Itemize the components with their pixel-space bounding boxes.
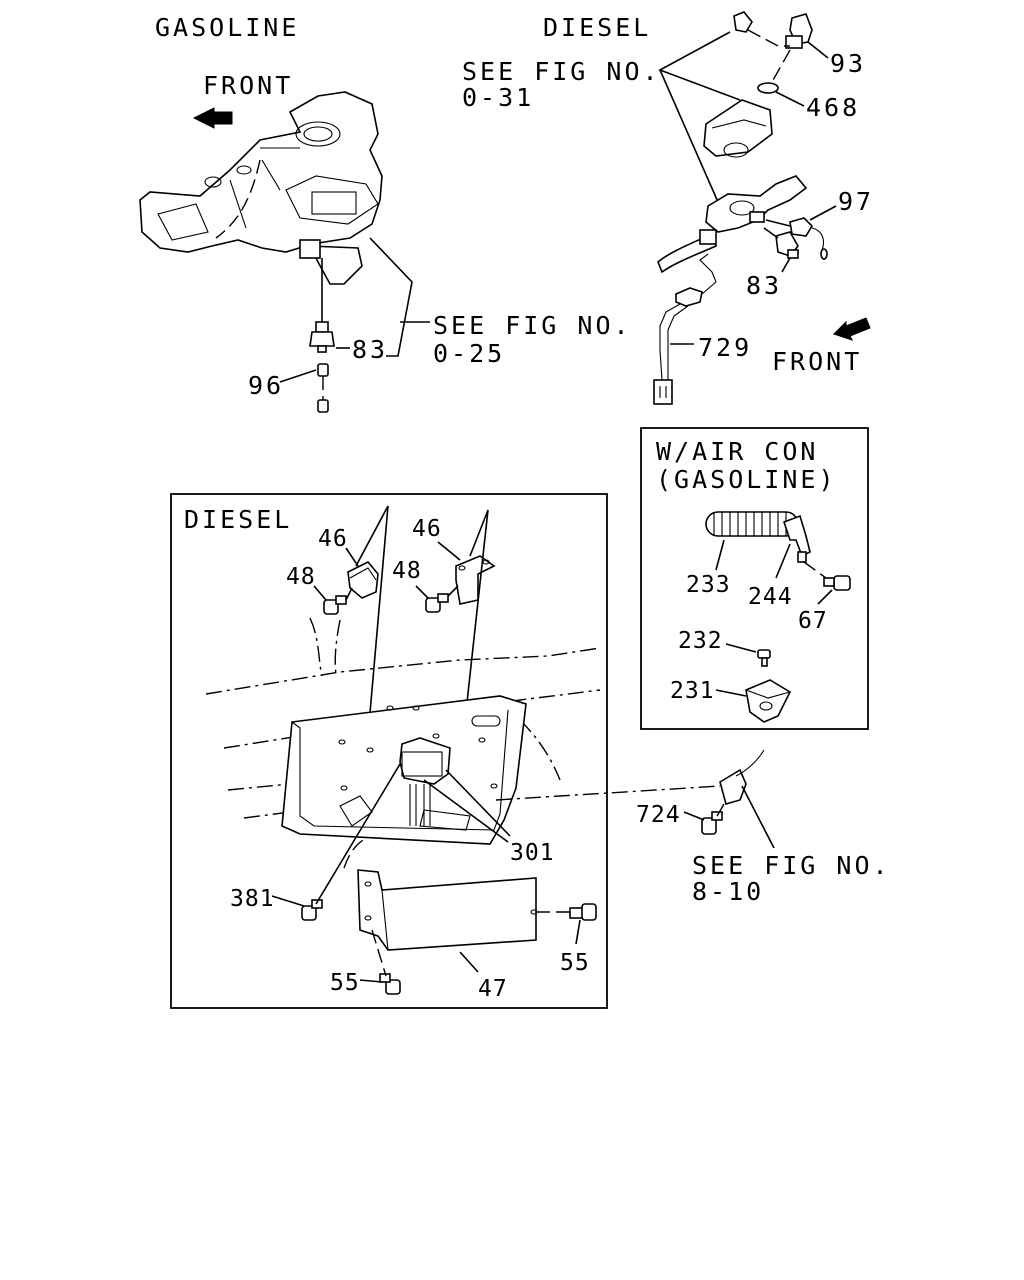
callout-83-diesel: 83	[746, 271, 782, 300]
callout-97: 97	[838, 187, 874, 216]
part-47-cover	[343, 837, 538, 951]
leader-fig-0-31-upper	[658, 31, 741, 101]
callout-232: 232	[678, 628, 723, 654]
part-381-bolt	[301, 899, 323, 921]
aircon-heading-line2: (GASOLINE)	[656, 465, 837, 494]
callout-47: 47	[478, 976, 508, 1002]
bracket-fig-0-25	[369, 237, 413, 357]
diesel-heading: DIESEL	[543, 13, 651, 42]
ref-fig-8-10-line1: SEE FIG NO.	[692, 851, 891, 880]
diesel-front-indicator: FRONT	[772, 317, 871, 376]
part-48-right-bolt	[425, 593, 449, 613]
ref-fig-0-31-line2: 0-31	[462, 83, 534, 112]
part-244-bracket	[782, 514, 811, 563]
callout-233: 233	[686, 572, 731, 598]
callout-96: 96	[248, 371, 284, 400]
callout-729: 729	[698, 333, 752, 362]
thermostat-housing	[703, 99, 773, 158]
part-83-diesel-sensor	[775, 231, 799, 259]
gasoline-heading: GASOLINE	[155, 13, 299, 42]
callout-724: 724	[636, 802, 681, 828]
callout-468: 468	[806, 93, 860, 122]
callout-93: 93	[830, 49, 866, 78]
part-55-bottom-bolt	[379, 973, 401, 995]
part-46-right-bracket	[455, 555, 496, 605]
callout-46-right: 46	[412, 516, 442, 542]
water-outlet-diesel	[657, 175, 808, 274]
front-arrow-left-icon	[192, 107, 233, 129]
part-468-washer	[757, 82, 779, 94]
diesel-box	[170, 493, 608, 1009]
part-232-screw	[757, 649, 771, 667]
front-label-right: FRONT	[772, 347, 862, 376]
part-724-clip	[701, 749, 765, 835]
part-96-cap	[317, 363, 329, 413]
callout-381: 381	[230, 886, 275, 912]
ref-fig-8-10-line2: 8-10	[692, 877, 764, 906]
part-729-harness	[653, 253, 717, 405]
part-55-right-bolt	[569, 903, 597, 921]
part-301-module	[399, 737, 451, 826]
part-83-gasoline-sensor	[309, 321, 335, 353]
callout-55-bottom: 55	[330, 970, 360, 996]
callout-244: 244	[748, 584, 793, 610]
front-label-left: FRONT	[203, 71, 293, 100]
gasoline-front-indicator: FRONT	[192, 71, 293, 129]
intake-manifold-gasoline	[139, 91, 383, 285]
callout-48-right: 48	[392, 558, 422, 584]
part-97-sensor	[789, 217, 828, 260]
callout-55-right: 55	[560, 950, 590, 976]
callout-46-left: 46	[318, 526, 348, 552]
part-48-left-bolt	[323, 595, 347, 615]
aircon-heading-line1: W/AIR CON	[656, 437, 818, 466]
callout-301: 301	[510, 840, 555, 866]
ref-fig-0-31-line1: SEE FIG NO.	[462, 57, 661, 86]
leader-fig-0-31-lower	[659, 69, 719, 203]
part-93-connector	[733, 11, 753, 33]
callout-231: 231	[670, 678, 715, 704]
diesel-box-heading: DIESEL	[184, 505, 292, 534]
part-46-left-bracket	[347, 561, 379, 599]
ref-fig-0-25-line2: 0-25	[433, 339, 505, 368]
callout-48-left: 48	[286, 564, 316, 590]
ref-fig-0-25-line1: SEE FIG NO.	[433, 311, 632, 340]
callout-83-gasoline: 83	[352, 335, 388, 364]
leader-to-724	[495, 785, 721, 801]
part-231-bracket	[745, 679, 792, 723]
callout-67: 67	[798, 608, 828, 634]
front-arrow-right-icon	[833, 317, 871, 341]
aircon-box	[640, 427, 869, 730]
part-67-bolt	[823, 575, 851, 591]
